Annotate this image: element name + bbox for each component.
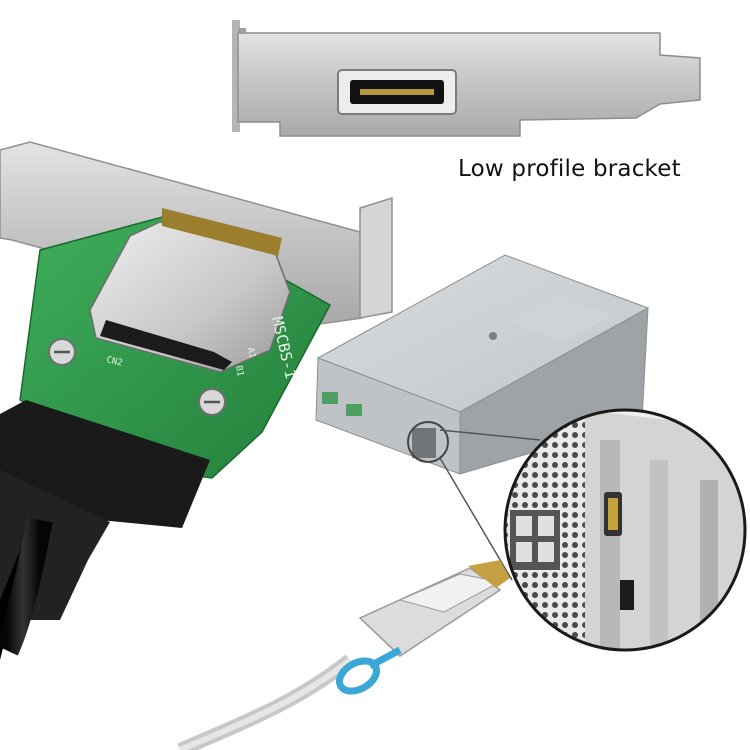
callout-line — [439, 429, 541, 441]
zoom-detail-rear-panel — [503, 408, 747, 652]
sas-internal-cable — [0, 400, 210, 660]
screw-icon — [198, 388, 226, 416]
sff8088-adapter-board: MSCBS-1 CN2 A1 B1 — [0, 141, 393, 479]
external-sas-cable — [177, 560, 510, 750]
pull-tab — [336, 646, 402, 695]
board-connector-label: CN2 — [105, 355, 123, 368]
board-pad-label: A1 — [245, 347, 257, 359]
callout-line — [439, 457, 513, 581]
caption-low-profile-bracket: Low profile bracket — [458, 156, 681, 182]
server-chassis — [315, 254, 650, 475]
low-profile-bracket-photo — [232, 20, 701, 137]
screw-icon — [48, 338, 76, 366]
sff8088-port-icon — [337, 69, 457, 115]
board-pad-label: B1 — [233, 365, 245, 377]
